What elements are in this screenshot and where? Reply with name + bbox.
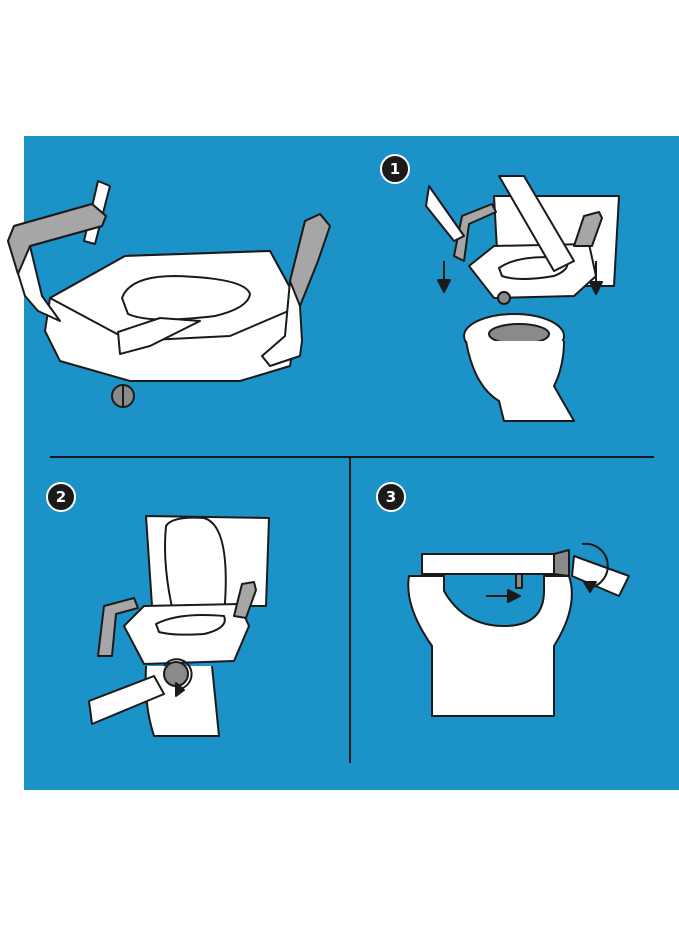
step-1-badge: 1 bbox=[380, 154, 410, 184]
toilet-lid bbox=[165, 518, 226, 616]
tighten-knob bbox=[554, 550, 569, 576]
down-arrow-icon bbox=[590, 261, 602, 294]
rotate-arrow-icon bbox=[164, 659, 192, 689]
seat-section bbox=[422, 554, 554, 574]
step-3-illustration bbox=[404, 536, 634, 736]
toilet-bowl-section bbox=[408, 576, 572, 716]
step-2-badge: 2 bbox=[46, 482, 76, 512]
horizontal-divider bbox=[50, 456, 654, 458]
right-armrest bbox=[234, 582, 256, 618]
rotate-arrow-icon bbox=[582, 544, 608, 588]
hand bbox=[572, 556, 629, 596]
right-hand bbox=[499, 176, 574, 271]
toilet-base bbox=[466, 341, 574, 421]
step-1-illustration bbox=[424, 176, 644, 426]
toilet-base bbox=[146, 666, 219, 736]
right-arrow-icon bbox=[486, 590, 520, 602]
splash-guard bbox=[118, 318, 200, 354]
raised-seat-illustration bbox=[0, 36, 360, 336]
vertical-divider bbox=[349, 458, 351, 763]
left-armrest-pad bbox=[8, 204, 106, 274]
step-2-illustration bbox=[84, 506, 304, 756]
down-arrow-icon bbox=[438, 261, 450, 292]
step-3-badge: 3 bbox=[376, 482, 406, 512]
hand bbox=[89, 676, 164, 724]
left-armrest bbox=[98, 598, 138, 656]
left-hand bbox=[426, 186, 464, 241]
right-armrest-pad bbox=[290, 214, 330, 306]
instruction-panel: 1 2 3 bbox=[24, 136, 679, 790]
